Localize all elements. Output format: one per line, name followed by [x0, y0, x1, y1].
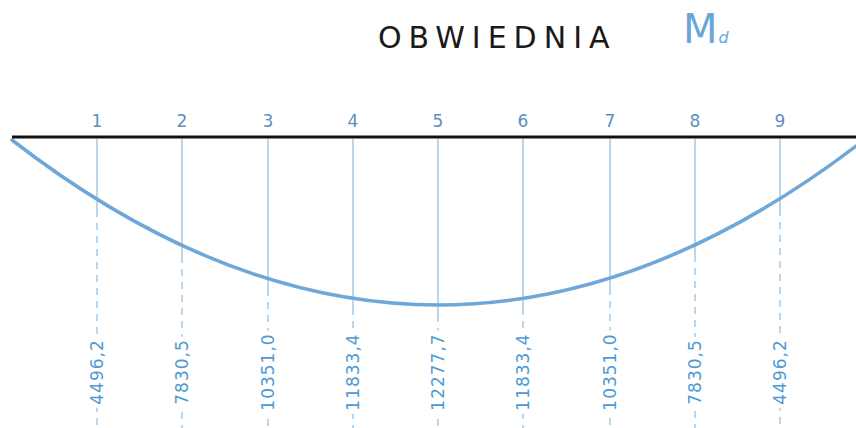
- section-number: 7: [605, 111, 616, 131]
- section-number: 1: [92, 111, 103, 131]
- moment-subscript: d: [719, 28, 729, 47]
- moment-value: 4496,2: [87, 336, 107, 407]
- moment-value: 7830,5: [685, 336, 705, 407]
- section-number: 5: [433, 111, 444, 131]
- moment-value: 7830,5: [172, 336, 192, 407]
- moment-value: 11833,4: [513, 330, 533, 413]
- section-number: 2: [177, 111, 188, 131]
- section-number: 3: [263, 111, 274, 131]
- section-number: 9: [775, 111, 786, 131]
- moment-value: 4496,2: [770, 336, 790, 407]
- section-number: 4: [348, 111, 359, 131]
- diagram-title: OBWIEDNIA: [378, 20, 617, 55]
- moment-value: 10351,0: [600, 330, 620, 413]
- beam-axis: [12, 136, 856, 139]
- moment-value: 11833,4: [343, 330, 363, 413]
- section-number: 8: [690, 111, 701, 131]
- section-number: 6: [518, 111, 529, 131]
- section-lines: [97, 139, 780, 428]
- moment-symbol: M: [683, 6, 718, 52]
- envelope-curve: [12, 140, 856, 305]
- moment-value: 12277,7: [428, 330, 448, 413]
- moment-value: 10351,0: [258, 330, 278, 413]
